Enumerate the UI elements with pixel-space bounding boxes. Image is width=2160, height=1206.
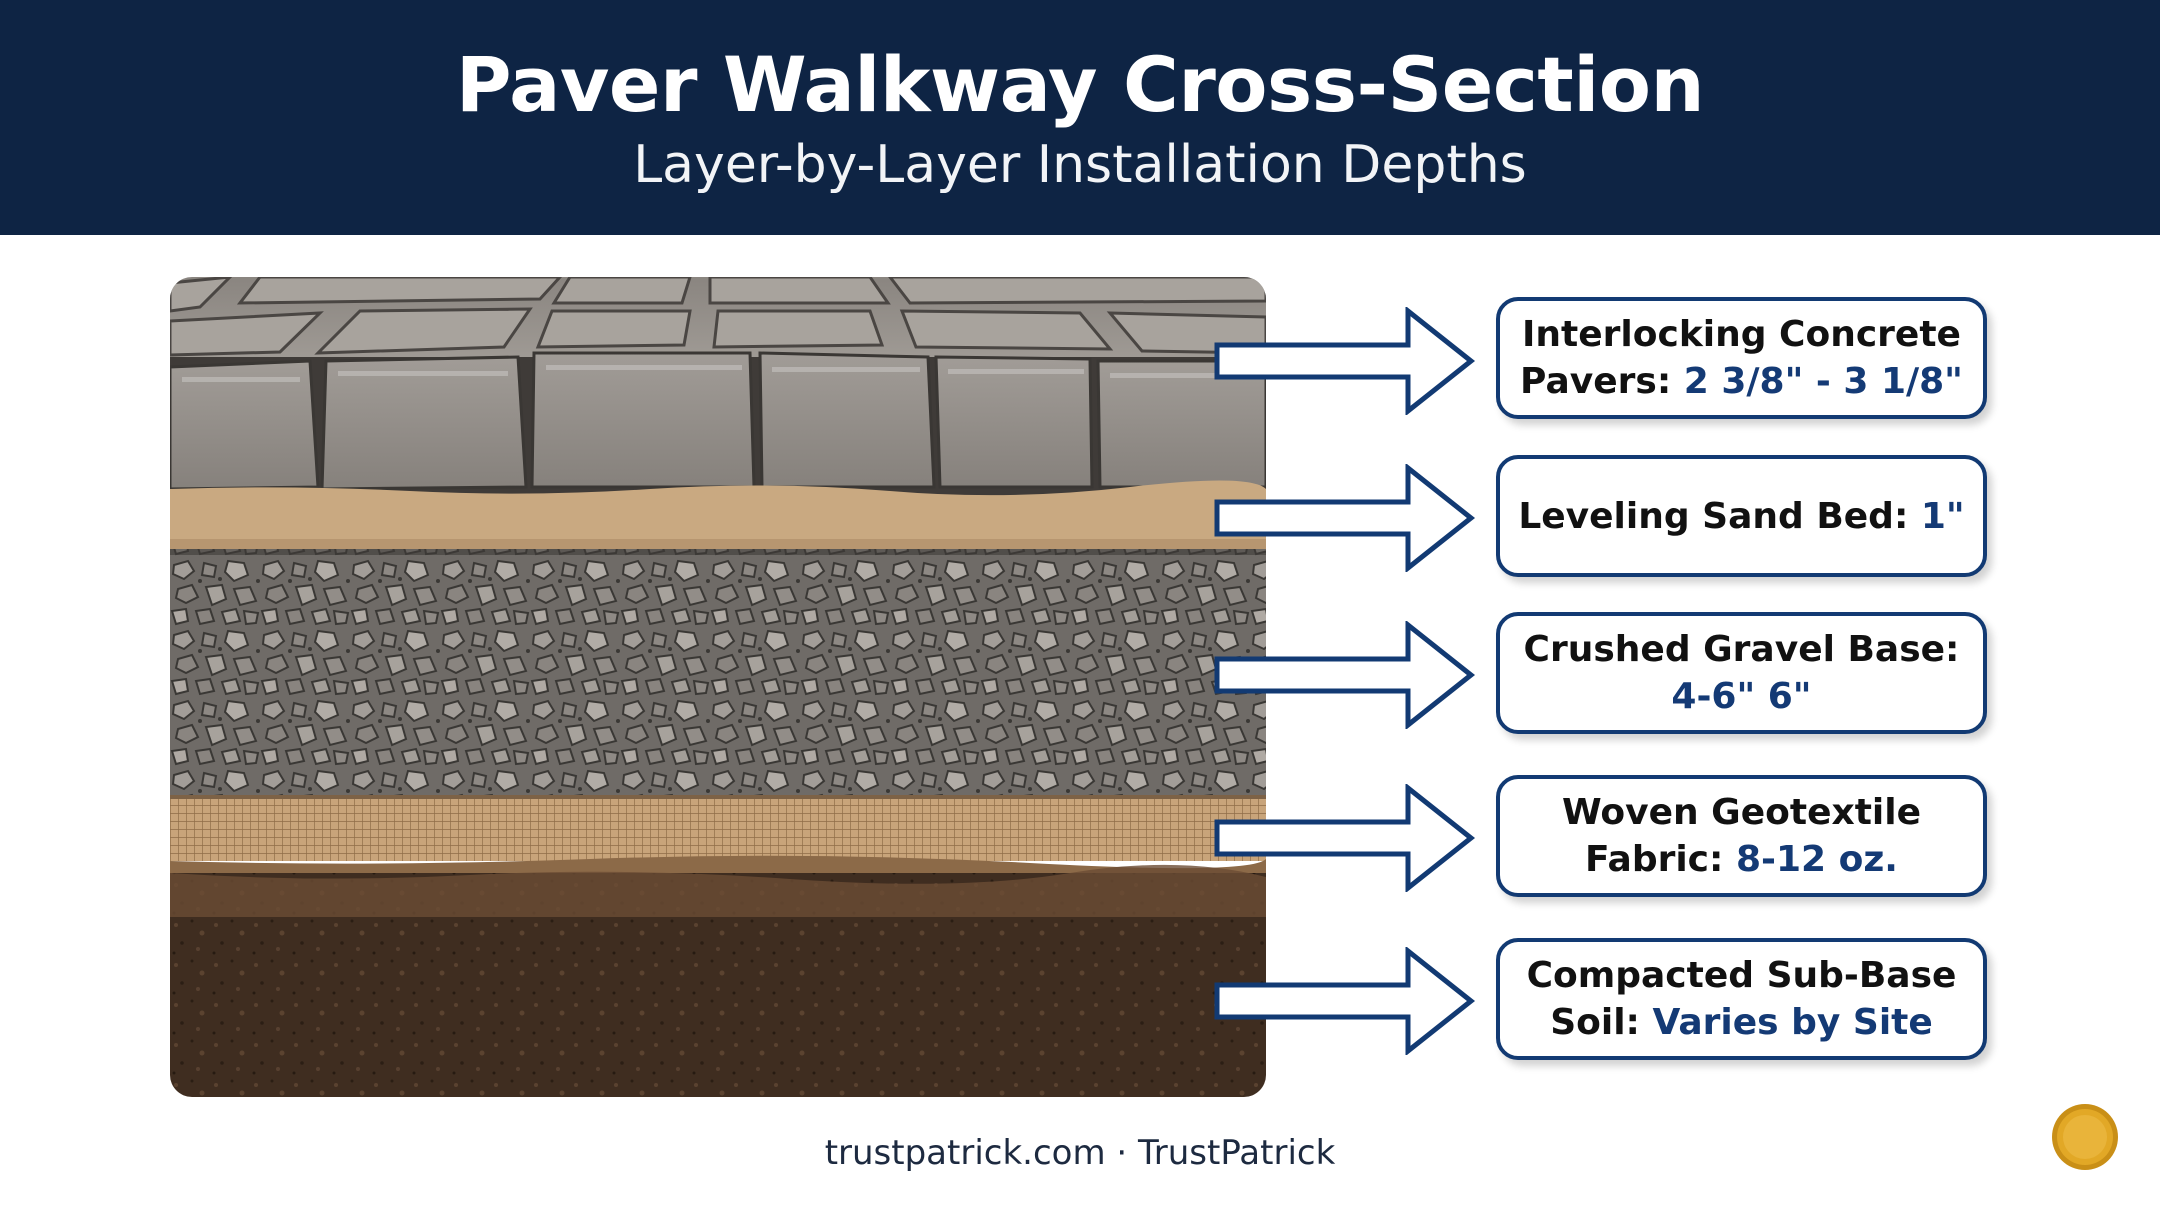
label-sub-base-soil-name: Compacted Sub-Base Soil:	[1526, 955, 1957, 1043]
label-geotextile: Woven Geotextile Fabric: 8-12 oz.	[1496, 775, 1987, 897]
label-pavers-value: 2 3/8" - 3 1/8"	[1683, 361, 1963, 402]
seal-icon	[2052, 1104, 2118, 1170]
label-geotextile-name: Woven Geotextile Fabric:	[1561, 792, 1922, 880]
header-banner: Paver Walkway Cross-Section Layer-by-Lay…	[0, 0, 2160, 235]
right-arrow-icon	[1214, 621, 1476, 729]
page-subtitle: Layer-by-Layer Installation Depths	[633, 135, 1527, 195]
footer-credit: trustpatrick.com · TrustPatrick	[824, 1133, 1336, 1173]
label-geotextile-value: 8-12 oz.	[1735, 839, 1898, 880]
label-pavers-name: Interlocking Concrete Pavers:	[1520, 314, 1961, 402]
page-title: Paver Walkway Cross-Section	[455, 40, 1705, 129]
label-sand-bed-name: Leveling Sand Bed:	[1518, 495, 1921, 537]
label-sand-bed-value: 1"	[1920, 495, 1965, 537]
label-pavers: Interlocking Concrete Pavers: 2 3/8" - 3…	[1496, 297, 1987, 419]
label-sub-base-soil: Compacted Sub-Base Soil: Varies by Site	[1496, 938, 1987, 1060]
label-gravel-base: Crushed Gravel Base: 4-6" 6"	[1496, 612, 1987, 734]
label-sub-base-soil-value: Varies by Site	[1652, 1002, 1933, 1043]
right-arrow-icon	[1214, 784, 1476, 892]
label-gravel-base-value: 4-6" 6"	[1671, 676, 1812, 717]
label-gravel-base-name: Crushed Gravel Base:	[1523, 629, 1960, 670]
label-sand-bed: Leveling Sand Bed: 1"	[1496, 455, 1987, 577]
right-arrow-icon	[1214, 947, 1476, 1055]
right-arrow-icon	[1214, 307, 1476, 415]
right-arrow-icon	[1214, 464, 1476, 572]
walkway-cross-section-illustration	[170, 277, 1266, 1097]
